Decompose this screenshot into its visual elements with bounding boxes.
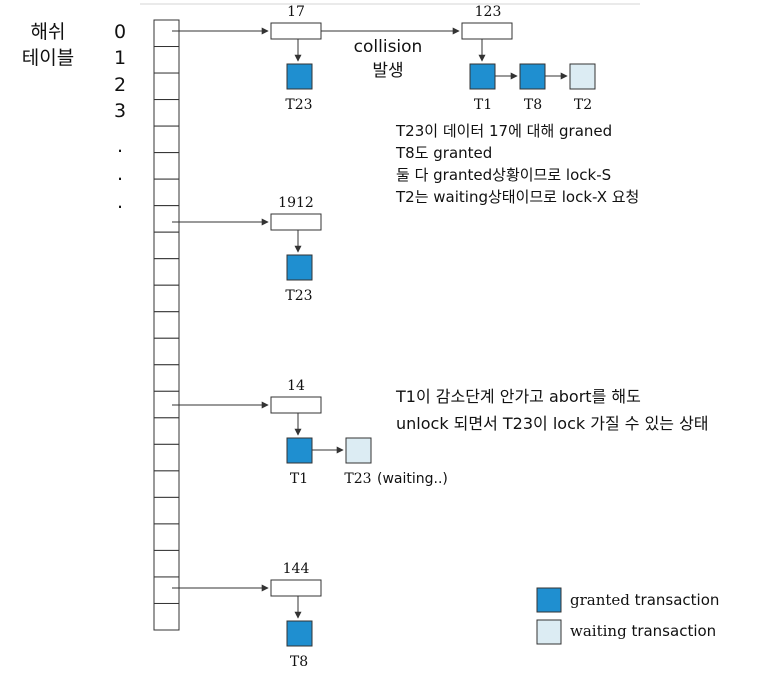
hash-table-cell	[153, 178, 180, 207]
hash-table-label-line1: 해쉬	[31, 21, 66, 43]
hash-index-3: 3	[114, 100, 126, 122]
collision-label-line2: 발생	[372, 61, 403, 81]
bucket-key-123: 123	[475, 4, 502, 20]
note2-line1: T1이 감소단계 안가고 abort를 해도	[395, 387, 641, 406]
hash-table-cell	[153, 258, 180, 286]
bucket-header-144	[270, 579, 322, 597]
hash-table-cell	[153, 284, 180, 313]
transaction-label: T23	[344, 471, 371, 487]
lock-node-granted	[519, 63, 546, 90]
hash-table-cell	[153, 99, 180, 127]
transaction-label: T8	[524, 97, 542, 113]
hash-table-cell	[153, 549, 180, 578]
bucket-key-1912: 1912	[278, 195, 314, 211]
hash-index-dot-1: .	[117, 135, 123, 157]
legend-waiting-word: waiting	[570, 622, 627, 640]
legend: granted transaction waiting transaction	[536, 587, 719, 645]
note1-line3: 둘 다 granted상황이므로 lock-S	[396, 166, 611, 184]
hash-index-dot-3: .	[117, 191, 123, 213]
hash-table-cell	[153, 364, 180, 392]
bucket-key-17: 17	[287, 4, 305, 20]
hash-index-0: 0	[114, 21, 126, 43]
transaction-label: T8	[290, 654, 308, 670]
lock-node-granted	[286, 437, 313, 464]
hash-table-cell	[153, 205, 180, 233]
lock-node-granted	[286, 620, 313, 647]
hash-table-cell	[153, 72, 180, 101]
collision-label-line1: collision	[354, 37, 423, 57]
bucket-header-14	[270, 396, 322, 414]
note1-line2: T8도 granted	[395, 144, 492, 162]
hash-table-label-line2: 테이블	[22, 47, 74, 69]
hash-index-1: 1	[114, 47, 126, 69]
hash-table-cell	[153, 46, 180, 74]
bucket-header-17	[270, 22, 322, 40]
hash-table-cell	[153, 417, 180, 445]
legend-waiting-swatch	[536, 619, 562, 645]
legend-granted-label: granted transaction	[570, 591, 719, 609]
legend-granted-word: granted	[570, 591, 630, 609]
hash-table-cell	[153, 443, 180, 472]
hash-table-cell	[153, 576, 180, 604]
bucket-key-14: 14	[287, 378, 305, 394]
bucket-header-123	[461, 22, 513, 40]
lock-node-waiting	[345, 437, 372, 464]
lock-node-granted	[286, 254, 313, 281]
bucket-key-144: 144	[283, 561, 310, 577]
bucket-header-1912	[270, 213, 322, 231]
transaction-label: T23	[285, 288, 312, 304]
transaction-label: T23	[285, 97, 312, 113]
waiting-note: (waiting..)	[377, 471, 448, 487]
hash-table-cell	[153, 19, 180, 48]
legend-granted-rest: transaction	[630, 591, 720, 609]
legend-granted-swatch	[536, 587, 562, 613]
hash-index-2: 2	[114, 74, 126, 96]
lock-node-waiting	[569, 63, 596, 90]
hash-table-cell	[153, 523, 180, 551]
note2-line2: unlock 되면서 T23이 lock 가질 수 있는 상태	[396, 414, 709, 433]
legend-waiting-label: waiting transaction	[570, 622, 716, 640]
hash-table-cell	[153, 470, 180, 498]
hash-index-dot-2: .	[117, 163, 123, 185]
hash-table-cell	[153, 496, 180, 525]
hash-table-cell	[153, 337, 180, 366]
note1-line1: T23이 데이터 17에 대해 graned	[395, 122, 612, 140]
hash-table-column	[153, 19, 180, 631]
hash-table-cell	[153, 231, 180, 260]
hash-table-cell	[153, 311, 180, 339]
hash-table-cell	[153, 152, 180, 180]
note1-line4: T2는 waiting상태이므로 lock-X 요청	[395, 188, 639, 206]
transaction-label: T2	[574, 97, 592, 113]
hash-table-cell	[153, 602, 180, 631]
hash-table-cell	[153, 125, 180, 154]
lock-node-granted	[469, 63, 496, 90]
lock-node-granted	[286, 63, 313, 90]
transaction-label: T1	[474, 97, 492, 113]
legend-waiting-rest: transaction	[627, 622, 717, 640]
transaction-label: T1	[290, 471, 308, 487]
